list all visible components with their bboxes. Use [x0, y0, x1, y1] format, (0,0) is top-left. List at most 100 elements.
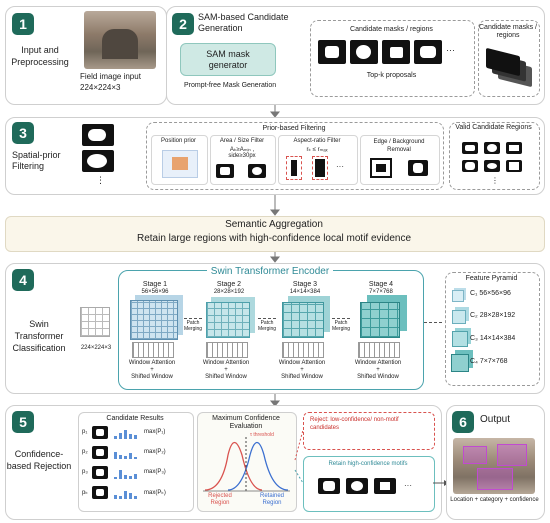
- candidate-side-title: Candidate masks / regions: [479, 24, 537, 39]
- step-number-5: 5: [12, 411, 34, 433]
- step-number-1: 1: [12, 13, 34, 35]
- area-filter-label: Area / Size Filter: [219, 138, 265, 144]
- valid-regions-group: [449, 122, 540, 190]
- candidate-label: p₃: [82, 469, 88, 475]
- pyramid-dims: 56×56×96: [479, 290, 511, 297]
- pyramid-dims: 28×28×192: [479, 312, 516, 319]
- shifted-window-text: Shifted Window: [131, 374, 173, 380]
- spatial-title: Spatial-prior Filtering: [12, 150, 61, 171]
- mask-thumb: [82, 150, 114, 172]
- probability-bar: [134, 496, 137, 499]
- pyramid-cube-1: [452, 290, 464, 302]
- retained-ellipsis: ···: [404, 481, 412, 490]
- probability-bar: [134, 457, 137, 459]
- stage1-dims: 56×56×96: [141, 289, 169, 295]
- probability-bar: [124, 475, 127, 479]
- candidate-mask-thumb: [92, 426, 108, 439]
- stage3-dims: 14×14×384: [289, 289, 321, 295]
- pyramid-dims: 7×7×768: [479, 358, 508, 365]
- probability-bar: [129, 453, 132, 459]
- aspect-ellipsis: ···: [336, 162, 344, 171]
- pyramid-title: Feature Pyramid: [465, 275, 518, 282]
- step-number-2: 2: [172, 13, 194, 35]
- patch-merging-1: Patch Merging: [183, 320, 203, 332]
- mask-thumb: [216, 164, 234, 178]
- stage4-label: Stage 4: [368, 281, 394, 288]
- valid-mask: [506, 142, 522, 154]
- aspect-thumb-rejected: [286, 156, 302, 180]
- aspect-thumb-rejected: [312, 156, 328, 180]
- probability-bar: [134, 435, 137, 439]
- edge-filter-label: Edge / Background Removal: [373, 139, 425, 153]
- semantic-aggregation-banner: [5, 216, 545, 252]
- candidate-results-box: [78, 412, 194, 512]
- pyramid-row-2: C₂ 28×28×192: [470, 312, 515, 319]
- probability-bar: [129, 476, 132, 479]
- area-rule-text: A: [229, 147, 234, 153]
- stage4-dims: 7×7×768: [369, 289, 393, 295]
- aspect-filter-card: [278, 135, 358, 185]
- output-title: Output: [480, 414, 511, 425]
- aspect-filter-label: Aspect-ratio Filter: [293, 138, 341, 144]
- valid-mask: [462, 142, 478, 154]
- valid-mask: [484, 160, 500, 172]
- valid-ellipsis: ⋮: [491, 176, 499, 185]
- max-prob-label: max(P₂): [144, 449, 166, 455]
- pyramid-row-4: C₄ 7×7×768: [470, 358, 508, 365]
- window-grid-3: [282, 342, 324, 358]
- stage3-label: Stage 3: [292, 281, 318, 288]
- plus-text: +: [376, 367, 380, 373]
- pyramid-row-3: C₃ 14×14×384: [470, 335, 515, 342]
- edge-filter-card: [360, 135, 440, 185]
- sam-mask-generator-box: SAM mask generator: [180, 43, 276, 76]
- pyramid-level-label: C₁: [470, 290, 478, 297]
- window-attn-1: Window Attention+Shifted Window: [120, 360, 184, 381]
- probability-bar: [119, 433, 122, 439]
- area-rule-2: side≥30px: [228, 153, 256, 159]
- area-filter-card: [210, 135, 276, 185]
- input-dims: 224×224×3: [80, 83, 121, 92]
- plus-text: +: [224, 367, 228, 373]
- semantic-subtitle: Retain large regions with high-confidenc…: [136, 233, 412, 244]
- probability-bar: [129, 434, 132, 439]
- retained-region-label: Retained Region: [259, 493, 285, 506]
- arrow-stage1-2: [184, 318, 202, 319]
- valid-mask: [484, 142, 500, 154]
- window-attn-3: Window Attention+Shifted Window: [270, 360, 334, 381]
- step-number-3: 3: [12, 122, 34, 144]
- valid-mask: [506, 160, 522, 172]
- prior-filtering-title: Prior-based Filtering: [262, 125, 326, 132]
- candidate-label: pₖ: [82, 490, 88, 496]
- sam-title: SAM-based Candidate Generation: [198, 12, 289, 33]
- probability-bar: [119, 470, 122, 479]
- arrow-to-pyramid: [424, 322, 442, 323]
- plus-text: +: [150, 367, 154, 373]
- aspect-rule: rₖ ≤ rₘₐₓ: [306, 147, 328, 153]
- swin-title: Swin Transformer Classification: [12, 319, 66, 353]
- candidate-label: p₂: [82, 449, 88, 455]
- input-label: Field image input: [80, 72, 141, 81]
- retain-box: [303, 456, 435, 512]
- mask-thumb: [350, 40, 378, 64]
- pyramid-dims: 14×14×384: [479, 335, 516, 342]
- sam-caption: Prompt-free Mask Generation: [184, 82, 277, 89]
- retained-mask: [346, 478, 368, 494]
- shifted-window-text: Shifted Window: [281, 374, 323, 380]
- window-attention-text: Window Attention: [354, 360, 402, 366]
- mask-thumb: [82, 124, 114, 146]
- candidate-mask-thumb: [92, 446, 108, 459]
- max-prob-label: max(Pₖ): [144, 490, 166, 496]
- mask-vertical-ellipsis: ⋮: [96, 175, 105, 185]
- pyramid-row-1: C₁ 56×56×96: [470, 290, 511, 297]
- stage2-label: Stage 2: [216, 281, 242, 288]
- stage1-cube: [130, 300, 178, 340]
- candidate-mask-thumb: [92, 466, 108, 479]
- step-number-6: 6: [452, 411, 474, 433]
- rejection-title: Confidence-based Rejection: [6, 449, 72, 471]
- valid-mask: [462, 160, 478, 172]
- probability-bar: [124, 456, 127, 459]
- mask-thumb: [414, 40, 442, 64]
- probability-bar: [119, 455, 122, 459]
- window-grid-2: [206, 342, 248, 358]
